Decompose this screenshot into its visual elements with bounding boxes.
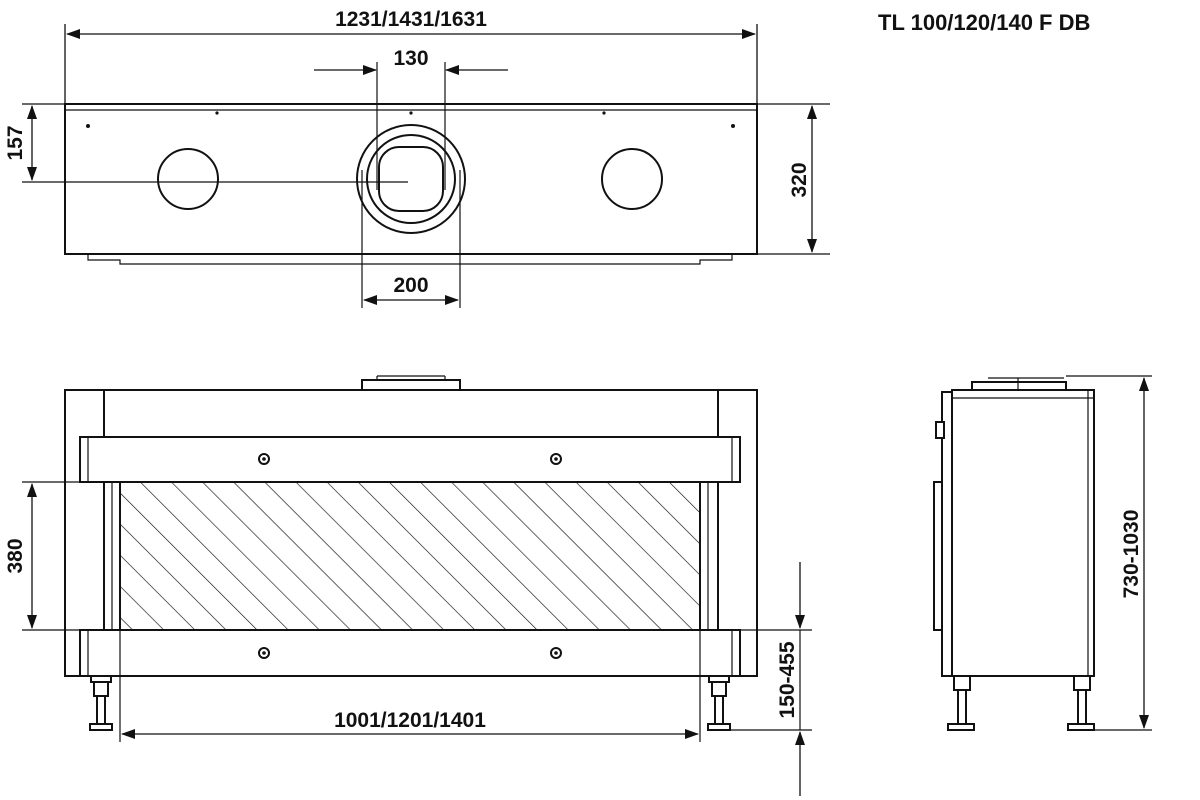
frame-bolt [554,457,558,461]
top-view-body [64,103,758,255]
flue-offset-label: 157 [4,125,27,160]
frame-bolt [258,453,270,465]
side-left-foot [947,675,975,731]
flue-outer-label: 200 [393,274,428,297]
opening-height-label: 380 [4,538,27,573]
flue-inner-label: 130 [393,47,428,70]
side-glass-profile [933,481,943,631]
base-height-label: 150-455 [776,641,799,718]
frame-bolt [554,651,558,655]
flue-outer-ring [356,124,466,234]
left-vent-opening [157,148,219,210]
model-label: TL 100/120/140 F DB [878,10,1090,35]
depth-label: 320 [788,162,811,197]
flue-mid-ring [366,134,456,224]
side-right-foot [1067,675,1095,731]
glass-panel [119,481,701,631]
front-right-foot [707,675,731,731]
front-left-foot [89,675,113,731]
front-flue-stub [361,379,461,391]
total-height-label: 730-1030 [1120,510,1143,599]
mounting-hole [86,124,90,128]
mounting-hole [409,111,413,115]
side-view: 730-1030 [933,375,1152,731]
top-view-bottom-lip [87,254,733,265]
width-label: 1231/1431/1631 [335,8,487,31]
upper-frame-bar [79,436,741,483]
side-flue-stub [971,381,1067,391]
mounting-hole [602,111,606,115]
right-vent-opening [601,148,663,210]
flue-inner-opening [378,146,444,212]
frame-bolt [262,457,266,461]
mounting-hole [215,111,219,115]
front-view: 380 1001/1201/1401 150-455 [4,375,812,796]
frame-bolt [262,651,266,655]
mounting-hole [731,124,735,128]
frame-bolt [258,647,270,659]
lower-frame-bar [79,629,741,677]
frame-bolt [550,647,562,659]
opening-width-label: 1001/1201/1401 [334,709,486,732]
top-view: 1231/1431/1631 130 200 157 320 [4,8,830,308]
side-top-bracket [935,421,945,439]
frame-bolt [550,453,562,465]
side-body [951,389,1095,677]
